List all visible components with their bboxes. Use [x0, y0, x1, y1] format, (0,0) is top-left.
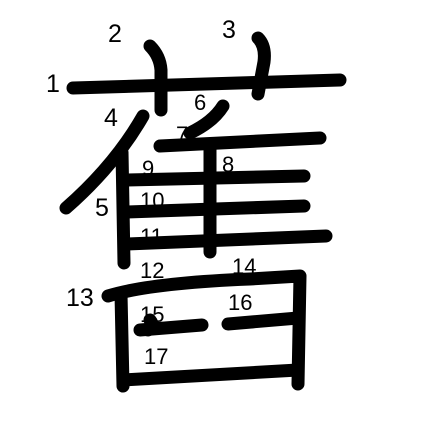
stroke-number-10: 10 — [140, 188, 164, 213]
stroke-17 — [116, 363, 305, 387]
stroke-15 — [133, 318, 209, 337]
stroke-number-8: 8 — [222, 152, 234, 177]
stroke-number-6: 6 — [194, 90, 206, 115]
stroke-number-14: 14 — [232, 254, 256, 279]
character-strokes — [59, 31, 347, 393]
stroke-number-4: 4 — [104, 104, 118, 132]
stroke-number-5: 5 — [95, 194, 109, 222]
stroke-12 — [114, 287, 130, 393]
stroke-number-1: 1 — [46, 70, 60, 98]
stroke-number-15: 15 — [140, 302, 164, 327]
stroke-9 — [119, 169, 311, 187]
stroke-10 — [119, 199, 311, 219]
stroke-16 — [221, 311, 305, 331]
stroke-number-12: 12 — [140, 258, 164, 283]
stroke-6 — [183, 99, 230, 140]
stroke-number-3: 3 — [222, 16, 236, 44]
stroke-number-9: 9 — [142, 156, 154, 181]
stroke-number-7: 7 — [176, 122, 188, 147]
stroke-number-16: 16 — [228, 290, 252, 315]
stroke-number-13: 13 — [66, 284, 94, 312]
stroke-number-2: 2 — [108, 20, 122, 48]
stroke-1 — [66, 73, 347, 95]
stroke-3 — [251, 31, 271, 101]
stroke-number-11: 11 — [140, 224, 163, 249]
stroke-11 — [119, 229, 333, 251]
stroke-4 — [59, 109, 150, 215]
stroke-7 — [153, 131, 327, 153]
stroke-number-17: 17 — [144, 344, 168, 369]
stroke-number-labels: 1 2 3 4 5 6 7 8 9 10 11 12 13 14 15 16 1… — [46, 16, 256, 369]
stroke-13 — [101, 269, 307, 391]
stroke-2 — [143, 39, 168, 117]
